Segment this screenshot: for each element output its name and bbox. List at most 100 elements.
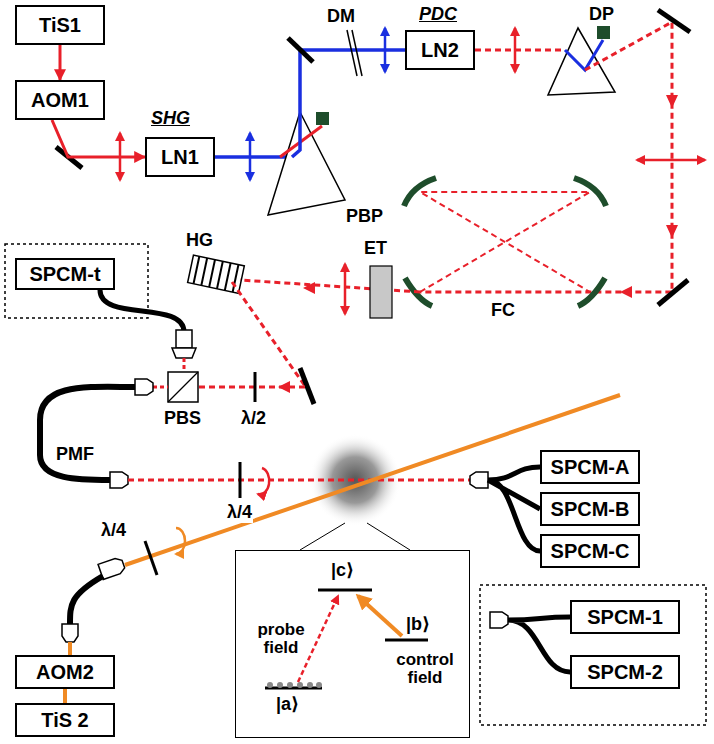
fiber — [488, 467, 540, 551]
collimator — [135, 379, 153, 395]
collimator — [62, 624, 78, 642]
box-label: LN2 — [421, 39, 459, 62]
zoom-line — [300, 523, 345, 550]
probe-beam — [128, 479, 470, 482]
beam-dump — [597, 26, 610, 39]
photon-beam — [240, 280, 420, 292]
cavity-mirror — [574, 178, 606, 206]
instrument-box: SPCM-t — [15, 258, 115, 290]
beam-connector — [63, 689, 67, 703]
fiber — [508, 617, 570, 672]
instrument-box: SPCM-A — [540, 450, 640, 484]
dichroic-mirror — [347, 30, 357, 76]
polarization-arrow — [176, 528, 185, 554]
quarter-wave-plate — [145, 541, 157, 575]
part-label: λ/4 — [100, 520, 127, 541]
part-label: PDC — [418, 4, 458, 25]
energy-level — [265, 687, 322, 690]
lens — [249, 133, 252, 180]
part-label: λ/4 — [226, 502, 253, 523]
photon-beam — [183, 358, 186, 372]
photon-beam — [475, 49, 565, 52]
zoom-line — [367, 523, 410, 550]
instrument-box: AOM1 — [15, 80, 105, 120]
etalon — [370, 266, 392, 318]
box-label: TiS1 — [39, 14, 81, 37]
mirror — [288, 38, 313, 62]
box-label: SPCM-t — [29, 263, 100, 286]
part-label: SHG — [150, 108, 191, 129]
blue-beam — [565, 40, 603, 70]
direction-arrow — [620, 95, 678, 298]
part-label: PBS — [163, 408, 202, 429]
fiber — [100, 290, 184, 332]
blue-beam — [292, 50, 405, 157]
collimator — [176, 330, 192, 348]
collimator — [490, 612, 508, 628]
photon-beam — [232, 282, 305, 386]
inset-box: |c⟩probe fieldcontrol field|b⟩|a⟩ — [235, 550, 470, 738]
box-label: SPCM-2 — [587, 661, 663, 684]
prism — [268, 112, 345, 215]
control-beam — [68, 642, 72, 655]
direction-arrow — [278, 381, 290, 393]
box-label: SPCM-A — [551, 456, 630, 479]
part-label: PBP — [345, 206, 384, 227]
level-label: |b⟩ — [406, 613, 430, 635]
lens — [344, 264, 347, 314]
half-wave-plate — [254, 372, 257, 402]
box-label: SPCM-1 — [587, 606, 663, 629]
photon-beam — [153, 386, 168, 389]
beam-splitter — [168, 372, 198, 402]
part-label: FC — [490, 300, 516, 321]
mirror — [658, 10, 690, 32]
instrument-box: SPCM-1 — [570, 600, 680, 634]
quarter-wave-plate — [239, 462, 242, 498]
cavity-path — [420, 192, 590, 292]
beam-connector — [59, 45, 62, 80]
instrument-box: AOM2 — [15, 655, 115, 689]
part-label: ET — [363, 238, 388, 259]
beam-splitter — [168, 372, 198, 402]
level-label: control field — [386, 651, 464, 687]
instrument-box: LN2 — [405, 30, 475, 70]
box-label: SPCM-C — [551, 540, 630, 563]
instrument-box: TiS1 — [15, 5, 105, 45]
lens — [384, 28, 387, 72]
direction-arrow — [303, 282, 315, 294]
box-label: TiS 2 — [41, 709, 88, 732]
part-label: λ/2 — [240, 408, 267, 429]
beam-connector — [52, 120, 145, 157]
level-label: probe field — [242, 621, 320, 657]
fiber — [40, 387, 135, 480]
box-label: SPCM-B — [551, 498, 630, 521]
cavity-mirror — [404, 178, 436, 206]
population-dots — [267, 682, 322, 688]
lens — [514, 28, 517, 72]
level-label: |c⟩ — [331, 559, 354, 581]
instrument-box: SPCM-C — [540, 534, 640, 568]
mirror — [658, 280, 688, 305]
instrument-box: SPCM-B — [540, 492, 640, 526]
collimator — [110, 472, 128, 488]
lens — [637, 159, 705, 162]
instrument-box: SPCM-2 — [570, 655, 680, 689]
part-label: HG — [185, 230, 214, 251]
dichroic-mirror — [352, 30, 362, 76]
energy-level — [385, 639, 428, 642]
part-label: DM — [326, 6, 356, 27]
collimator — [172, 348, 196, 358]
polarization-arrow — [258, 468, 269, 494]
part-label: PMF — [55, 444, 95, 465]
box-label: AOM1 — [31, 89, 89, 112]
cavity-mirror — [578, 278, 605, 306]
box-label: AOM2 — [36, 661, 94, 684]
instrument-box: LN1 — [145, 137, 215, 177]
grating — [188, 255, 245, 293]
instrument-box: TiS 2 — [15, 703, 115, 737]
control-transition — [358, 596, 402, 636]
collimator — [470, 472, 488, 488]
dotted-frame — [480, 585, 706, 725]
beam-dump — [316, 112, 329, 125]
part-label: DP — [588, 4, 615, 25]
